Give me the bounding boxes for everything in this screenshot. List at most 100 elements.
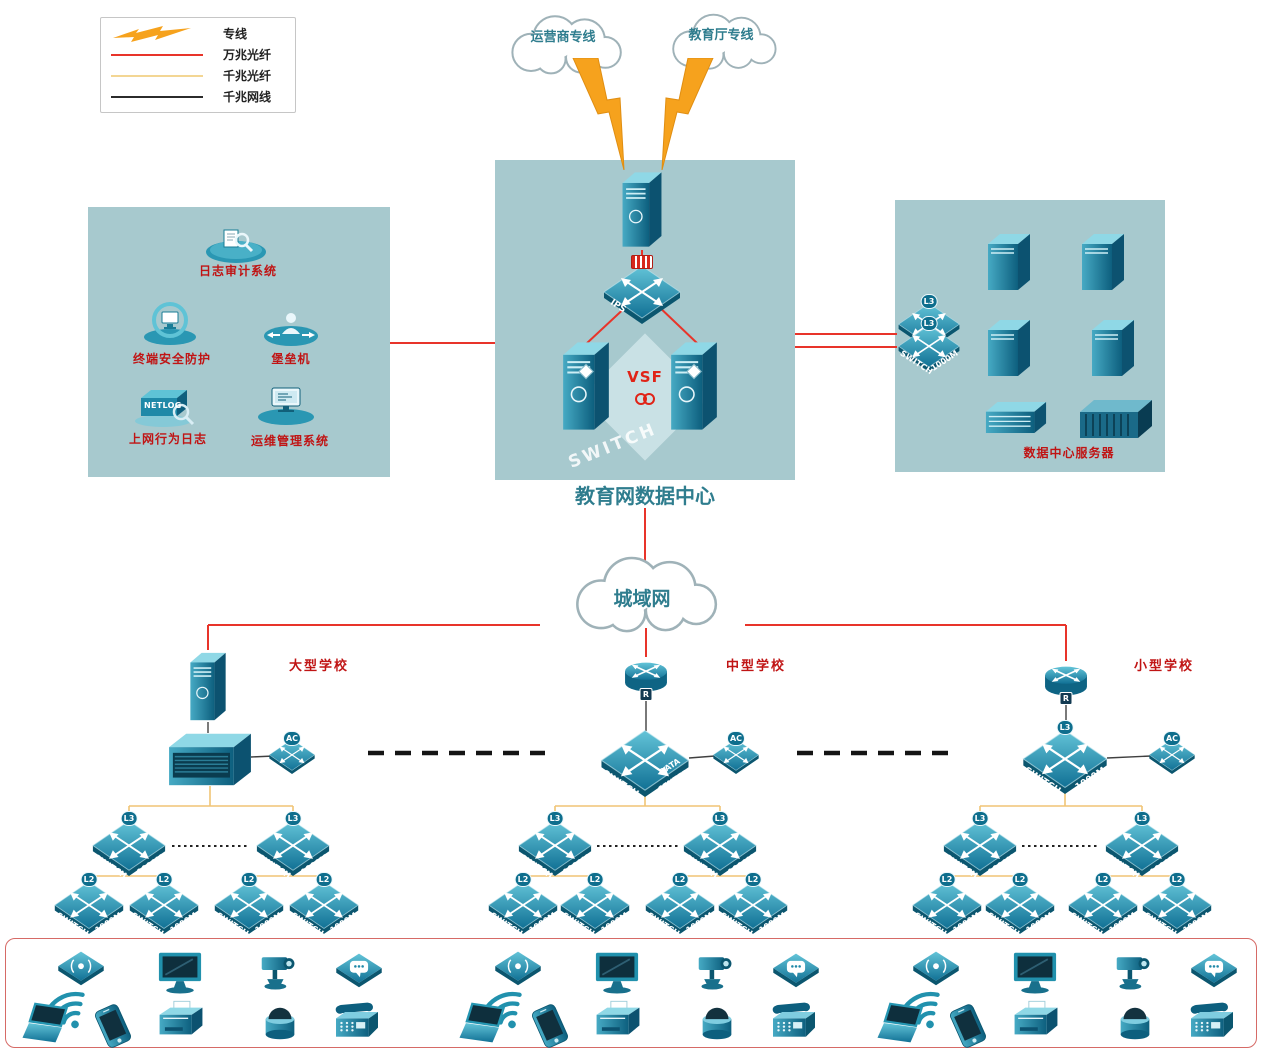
printer-icon <box>156 1000 206 1042</box>
ops-mgmt-label: 运维管理系统 <box>250 434 329 448</box>
storage-array-icon <box>984 398 1048 437</box>
l2-switch: L2 SWITCH 1000M <box>644 872 716 938</box>
l2-badge: L2 <box>938 872 956 887</box>
black-line-icon <box>111 95 207 98</box>
l2-switch: L2 SWITCH 1000M <box>984 872 1056 938</box>
legend-label: 千兆网线 <box>223 90 272 104</box>
l2-badge: L2 <box>671 872 689 887</box>
log-audit-icon <box>204 224 268 264</box>
l3-badge: L3 <box>1133 811 1151 826</box>
l3-badge: L3 <box>120 811 138 826</box>
l3-badge: L3 <box>284 811 302 826</box>
school-router-small: R <box>1040 660 1092 705</box>
l2-badge: L2 <box>155 872 173 887</box>
datacenter-servers-label: 数据中心服务器 <box>1023 446 1115 460</box>
red-line-icon <box>111 53 207 56</box>
ac-controller: AC <box>268 731 316 774</box>
server-icon <box>1090 316 1136 378</box>
desktop-monitor-icon <box>156 950 204 994</box>
server-icon <box>1080 230 1126 292</box>
router-badge: R <box>639 688 653 701</box>
school-router-large <box>187 648 229 725</box>
legend-item-1g-copper: 千兆网线 <box>111 86 285 107</box>
l2-switch: L2 SWITCH 1000M <box>1067 872 1139 938</box>
voice-terminal-icon <box>771 950 821 990</box>
dome-camera-icon <box>695 1000 739 1046</box>
desktop-monitor-icon <box>593 950 641 994</box>
ips-device: IPS <box>602 255 682 324</box>
netlog-icon: NETLOG <box>133 384 197 428</box>
l3-switch: L3 SWITCH 1000M <box>255 811 331 880</box>
school-name-medium: 中型学校 <box>725 659 786 674</box>
legend: 专线 万兆光纤 千兆光纤 千兆网线 <box>100 17 296 113</box>
school-name-small: 小型学校 <box>1133 659 1194 674</box>
core-device-large <box>167 730 253 789</box>
blade-server-icon <box>1078 396 1154 442</box>
legend-item-10g-fiber: 万兆光纤 <box>111 44 285 65</box>
l3-switch: L3 SWITCH 1000M <box>517 811 593 880</box>
core-switch-tower-right <box>667 336 721 436</box>
terminal-group-2 <box>437 940 849 1050</box>
l2-badge: L2 <box>80 872 98 887</box>
telephone-icon <box>330 1002 384 1044</box>
legend-label: 专线 <box>223 27 248 41</box>
telephone-icon <box>767 1002 821 1044</box>
firewall-device <box>619 167 665 252</box>
log-audit-label: 日志审计系统 <box>198 264 277 278</box>
l2-switch: L2 SWITCH 1000M <box>53 872 125 938</box>
behavior-log-label: 上网行为日志 <box>128 432 207 446</box>
ac-badge: AC <box>1162 731 1182 746</box>
l2-switch: L2 SWITCH 1000M <box>717 872 789 938</box>
cloud-isp-label: 运营商专线 <box>530 30 596 45</box>
vsf-label: VSF <box>627 368 663 386</box>
l2-badge: L2 <box>586 872 604 887</box>
l3-badge: L3 <box>546 811 564 826</box>
wireless-ap-icon <box>911 948 961 988</box>
l2-badge: L2 <box>240 872 258 887</box>
ac-controller: AC <box>712 731 760 774</box>
l3-switch: L3 SWITCH 1000M <box>1104 811 1180 880</box>
ac-badge: AC <box>726 731 746 746</box>
vsf-link-icon <box>635 393 655 405</box>
ptz-camera-icon <box>256 950 302 990</box>
server-zone-switch-bottom: L3 SWITCH 1000M <box>897 316 961 376</box>
cloud-edu-label: 教育厅专线 <box>688 28 754 43</box>
school-router-medium: R <box>620 656 672 701</box>
printer-icon <box>1011 1000 1061 1042</box>
server-zone-switch-top: L3 <box>897 294 961 350</box>
l2-switch: L2 SWITCH 1000M <box>911 872 983 938</box>
l2-switch: L2 SWITCH 1000M <box>559 872 631 938</box>
l3-switch: L3 SWITCH 1000M <box>942 811 1018 880</box>
l2-switch: L2 SWITCH 1000M <box>487 872 559 938</box>
l2-badge: L2 <box>1011 872 1029 887</box>
netlog-text: NETLOG <box>144 401 182 410</box>
l2-badge: L2 <box>744 872 762 887</box>
legend-item-1g-fiber: 千兆光纤 <box>111 65 285 86</box>
laptop-icon <box>22 1002 78 1046</box>
l2-badge: L2 <box>514 872 532 887</box>
ac-controller: AC <box>1148 731 1196 774</box>
yellow-line-icon <box>111 74 207 77</box>
lightning-line-icon <box>111 24 207 44</box>
l2-switch: L2 SWITCH 1000M <box>128 872 200 938</box>
l2-badge: L2 <box>1094 872 1112 887</box>
dome-camera-icon <box>258 1000 302 1046</box>
server-icon <box>986 316 1032 378</box>
desktop-monitor-icon <box>1011 950 1059 994</box>
l2-switch: L2 SWITCH 1000M <box>1141 872 1213 938</box>
bastion-host-label: 堡垒机 <box>271 352 311 366</box>
router-badge: R <box>1059 692 1073 705</box>
cloud-metro-label: 城域网 <box>613 588 671 610</box>
lightning-bolt-edu <box>661 58 714 170</box>
l3-badge: L3 <box>1056 720 1074 735</box>
wireless-ap-icon <box>56 948 106 988</box>
ips-badge-icon <box>631 255 653 269</box>
l3-switch: L3 SWITCH 1000M <box>682 811 758 880</box>
dome-camera-icon <box>1113 1000 1157 1046</box>
l2-switch: L2 SWITCH 1000M <box>288 872 360 938</box>
l3-switch: L3 SWITCH 1000M <box>91 811 167 880</box>
l2-badge: L2 <box>1168 872 1186 887</box>
laptop-icon <box>459 1002 515 1046</box>
ptz-camera-icon <box>1111 950 1157 990</box>
